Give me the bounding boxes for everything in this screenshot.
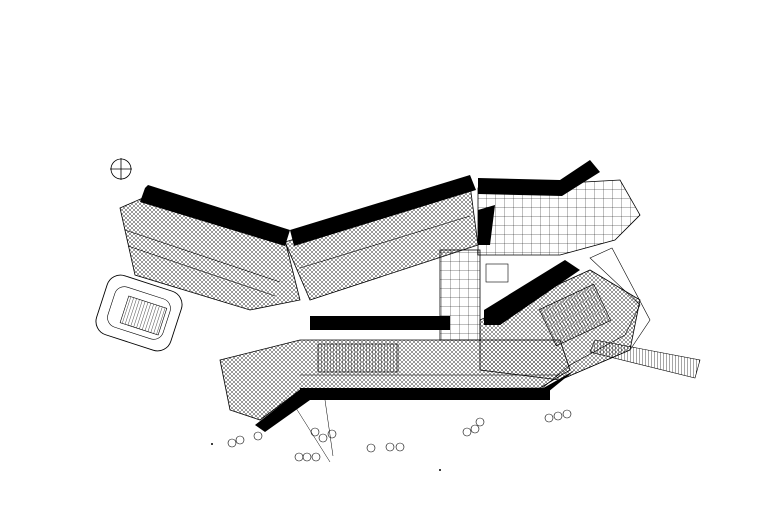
middle-wall-band xyxy=(310,316,450,330)
site-trees xyxy=(227,409,572,462)
ramp xyxy=(589,339,701,379)
mark-dot xyxy=(439,469,441,471)
upper-left-wing xyxy=(119,185,301,311)
site-line xyxy=(295,407,331,463)
upper-right-canopy xyxy=(477,160,641,256)
site-line xyxy=(324,399,334,457)
lower-wall-strip xyxy=(300,388,550,400)
pavilion xyxy=(95,274,183,352)
mark-dot xyxy=(211,443,213,445)
lower-wing xyxy=(219,339,571,421)
circle-cross-icon xyxy=(110,158,132,180)
